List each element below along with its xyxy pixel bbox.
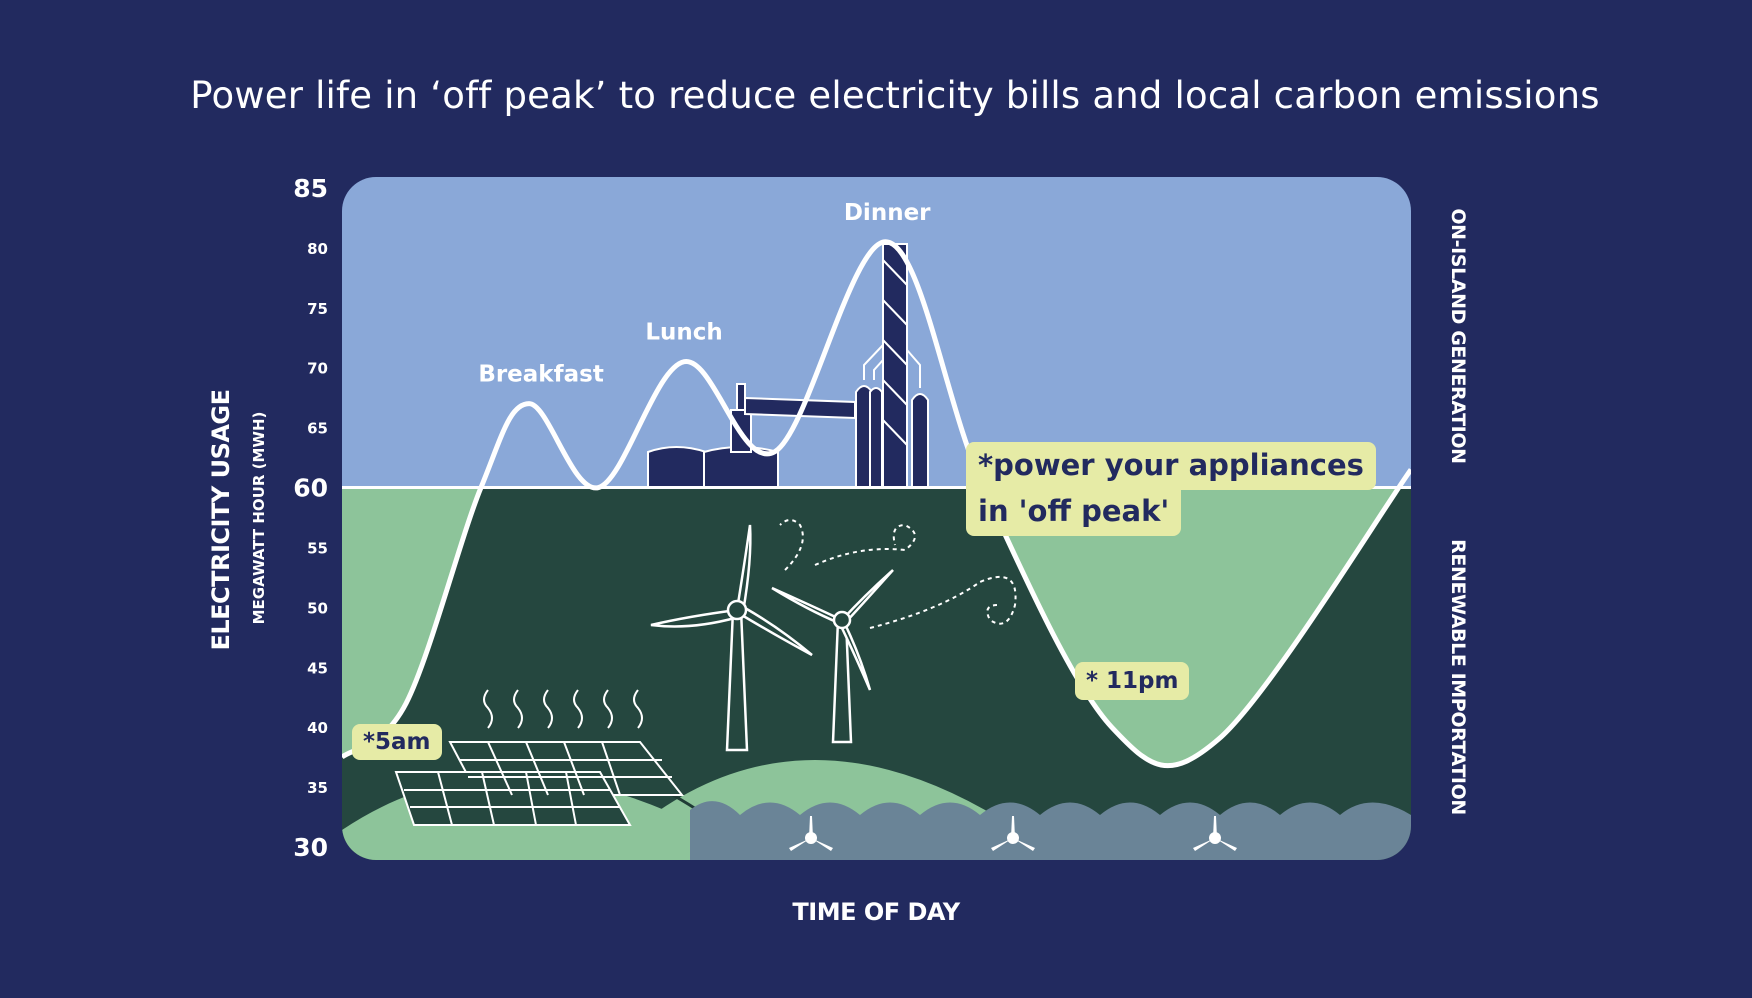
y-tick-label: 55	[307, 539, 328, 557]
callout-11pm: * 11pm	[1075, 662, 1190, 700]
y-tick-label: 30	[293, 833, 328, 862]
solar-panels	[394, 741, 685, 826]
peak-label-dinner: Dinner	[844, 200, 931, 226]
callout-5am: *5am	[352, 724, 442, 760]
y-tick-label: 65	[307, 420, 328, 438]
y-axis-sublabel: MEGAWATT HOUR (MWH)	[250, 411, 268, 625]
y-tick-label: 35	[307, 779, 328, 797]
power-station	[647, 243, 929, 488]
heat-waves	[483, 689, 643, 729]
usage-curve	[342, 239, 1411, 769]
region-label-generation: ON-ISLAND GENERATION	[1447, 208, 1469, 464]
y-tick-label: 60	[293, 474, 328, 503]
y-tick-label: 75	[307, 300, 328, 318]
off-peak-callout-line2: in 'off peak'	[966, 490, 1182, 536]
wind-gusts	[779, 519, 1017, 629]
chart-panel	[342, 177, 1411, 860]
y-axis-label: ELECTRICITY USAGE	[207, 389, 235, 651]
chart-title: Power life in ‘off peak’ to reduce elect…	[190, 74, 1600, 117]
peak-labels: Breakfast Lunch Dinner	[478, 200, 931, 388]
wind-turbines	[650, 524, 894, 752]
x-axis-label: TIME OF DAY	[792, 898, 960, 926]
peak-label-breakfast: Breakfast	[478, 362, 604, 388]
region-label-importation: RENEWABLE IMPORTATION	[1447, 539, 1469, 815]
y-tick-label: 80	[307, 240, 328, 258]
y-tick-label: 85	[293, 174, 328, 203]
y-tick-label: 40	[307, 719, 328, 737]
below-peak-area	[342, 487, 1411, 766]
y-axis-ticks: 85 80 75 70 65 60 55 50 45 40 35 30	[293, 174, 328, 862]
offshore-turbines	[789, 816, 1237, 851]
y-tick-label: 70	[307, 360, 328, 378]
peak-label-lunch: Lunch	[645, 320, 722, 346]
y-tick-label: 50	[307, 599, 328, 617]
off-peak-callout-line1: *power your appliances	[966, 442, 1376, 490]
y-tick-label: 45	[307, 659, 328, 677]
